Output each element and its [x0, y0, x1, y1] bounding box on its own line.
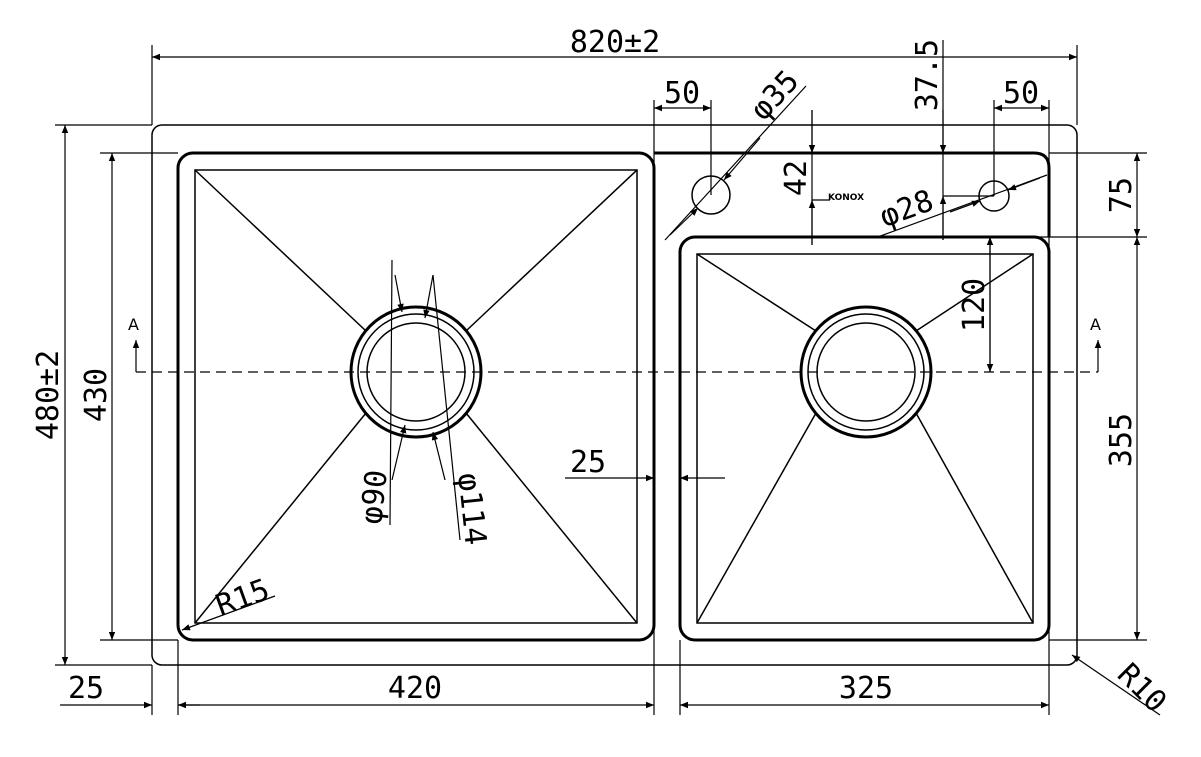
dim-hole-offset-right: 37.5	[910, 39, 945, 111]
svg-text:A: A	[1090, 315, 1101, 334]
dim-drain-inner: φ90	[354, 468, 394, 526]
dim-hole-edge-left: 50	[664, 76, 700, 111]
dim-overall-depth: 480±2	[31, 350, 66, 440]
dim-drain-outer: φ114	[450, 471, 492, 547]
brand-logo: KONOX	[812, 193, 864, 203]
dim-corner-radius: R10	[1110, 657, 1173, 720]
dim-hole-edge-right: 50	[1003, 76, 1039, 111]
left-bowl	[176, 151, 656, 642]
dim-bowl-radius: R15	[211, 572, 274, 623]
section-marker-left: A	[128, 315, 140, 372]
dim-right-bowl-depth: 355	[1104, 413, 1139, 467]
right-bowl	[678, 235, 1051, 642]
dim-drain-offset: 120	[957, 278, 992, 332]
svg-text:KONOX: KONOX	[828, 193, 864, 203]
dim-bowl-depth: 430	[79, 368, 114, 422]
dim-edge-offset: 25	[68, 671, 104, 706]
dim-tap-hole: φ35	[744, 64, 807, 128]
svg-text:A: A	[128, 315, 139, 334]
section-marker-right: A	[1090, 315, 1102, 372]
dimension-lines	[60, 53, 1161, 716]
dim-left-bowl-width: 420	[388, 671, 442, 706]
sink-outline	[151, 124, 1078, 666]
dim-overall-width: 820±2	[570, 25, 660, 60]
dim-hole-offset: 42	[779, 160, 814, 196]
dim-bowl-gap: 25	[570, 445, 606, 480]
dim-right-bowl-width: 325	[839, 671, 893, 706]
dim-deck-depth: 75	[1104, 177, 1139, 213]
dim-small-hole: φ28	[875, 183, 938, 234]
